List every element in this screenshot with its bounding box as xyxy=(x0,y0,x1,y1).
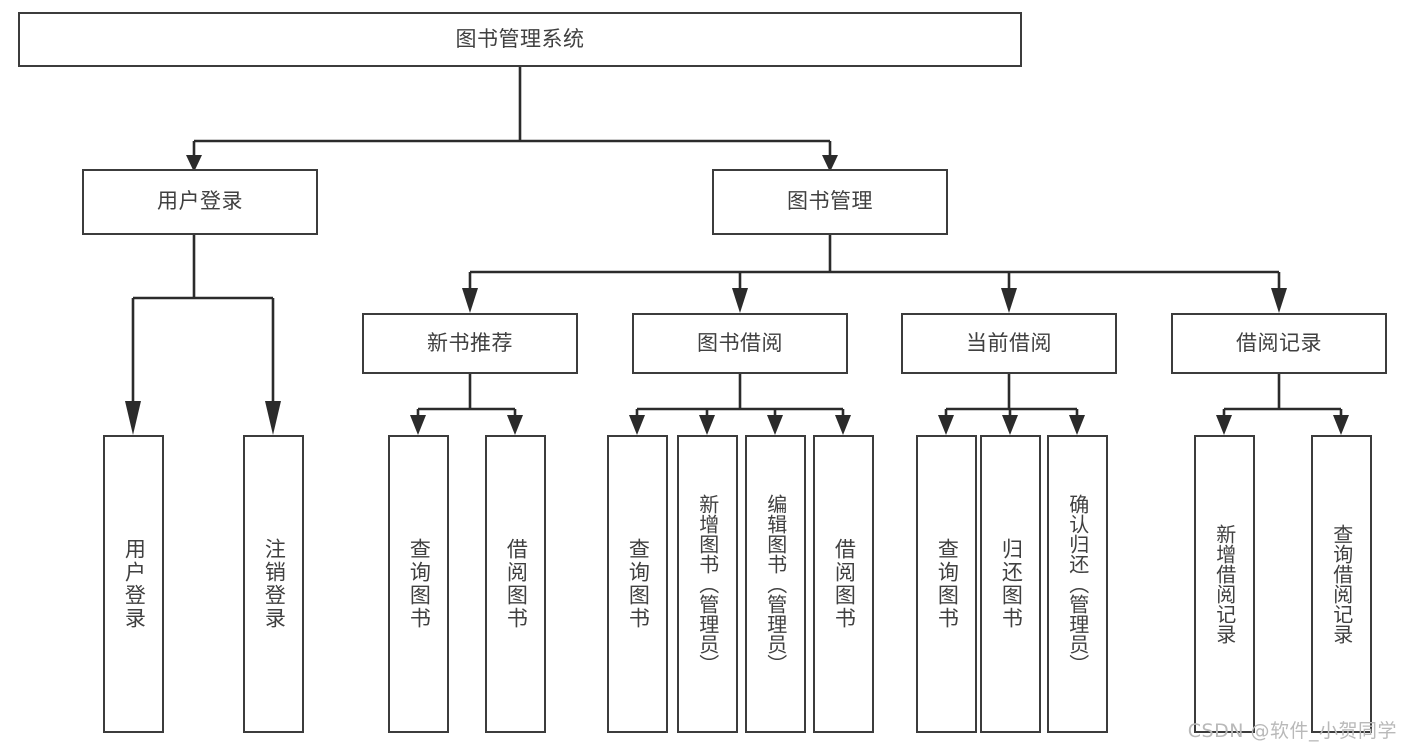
node-label: 用户登录 xyxy=(122,538,147,630)
node-label: 查询图书 xyxy=(935,538,960,630)
node-label: 确认归还（管理员） xyxy=(1065,494,1090,674)
node-label: 当前借阅 xyxy=(966,330,1052,355)
node-label: 图书管理系统 xyxy=(455,26,585,51)
csdn-watermark: CSDN @软件_小贺同学 xyxy=(1187,720,1397,742)
node-label: 借阅图书 xyxy=(504,538,529,630)
node-user-login[interactable]: 用户登录 xyxy=(82,169,318,235)
node-label: 查询图书 xyxy=(407,538,432,630)
node-label: 编辑图书（管理员） xyxy=(763,494,788,674)
node-label: 借阅记录 xyxy=(1236,330,1322,355)
node-book-manage[interactable]: 图书管理 xyxy=(712,169,948,235)
node-label: 新增借阅记录 xyxy=(1212,524,1237,644)
node-current-borrow[interactable]: 当前借阅 xyxy=(901,313,1117,374)
leaf-query-borrow-record[interactable]: 查询借阅记录 xyxy=(1311,435,1372,733)
node-label: 查询借阅记录 xyxy=(1329,524,1354,644)
leaf-add-book-admin[interactable]: 新增图书（管理员） xyxy=(677,435,738,733)
leaf-user-login[interactable]: 用户登录 xyxy=(103,435,164,733)
node-borrow-record[interactable]: 借阅记录 xyxy=(1171,313,1387,374)
node-label: 注销登录 xyxy=(262,538,287,630)
leaf-return-book[interactable]: 归还图书 xyxy=(980,435,1041,733)
leaf-add-borrow-record[interactable]: 新增借阅记录 xyxy=(1194,435,1255,733)
node-label: 图书管理 xyxy=(787,189,873,214)
leaf-logout[interactable]: 注销登录 xyxy=(243,435,304,733)
leaf-borrow-book-recommend[interactable]: 借阅图书 xyxy=(485,435,546,733)
node-root-book-management-system[interactable]: 图书管理系统 xyxy=(18,12,1022,67)
node-label: 图书借阅 xyxy=(697,330,783,355)
leaf-query-book-recommend[interactable]: 查询图书 xyxy=(388,435,449,733)
node-label: 查询图书 xyxy=(626,538,651,630)
node-book-borrow[interactable]: 图书借阅 xyxy=(632,313,848,374)
node-label: 借阅图书 xyxy=(832,538,857,630)
leaf-borrow-book-borrow[interactable]: 借阅图书 xyxy=(813,435,874,733)
node-label: 新增图书（管理员） xyxy=(695,494,720,674)
node-new-book-recommend[interactable]: 新书推荐 xyxy=(362,313,578,374)
leaf-edit-book-admin[interactable]: 编辑图书（管理员） xyxy=(745,435,806,733)
leaf-query-book-borrow[interactable]: 查询图书 xyxy=(607,435,668,733)
leaf-confirm-return-admin[interactable]: 确认归还（管理员） xyxy=(1047,435,1108,733)
node-label: 用户登录 xyxy=(157,189,243,214)
node-label: 新书推荐 xyxy=(427,330,513,355)
leaf-query-book-current[interactable]: 查询图书 xyxy=(916,435,977,733)
node-label: 归还图书 xyxy=(999,538,1024,630)
